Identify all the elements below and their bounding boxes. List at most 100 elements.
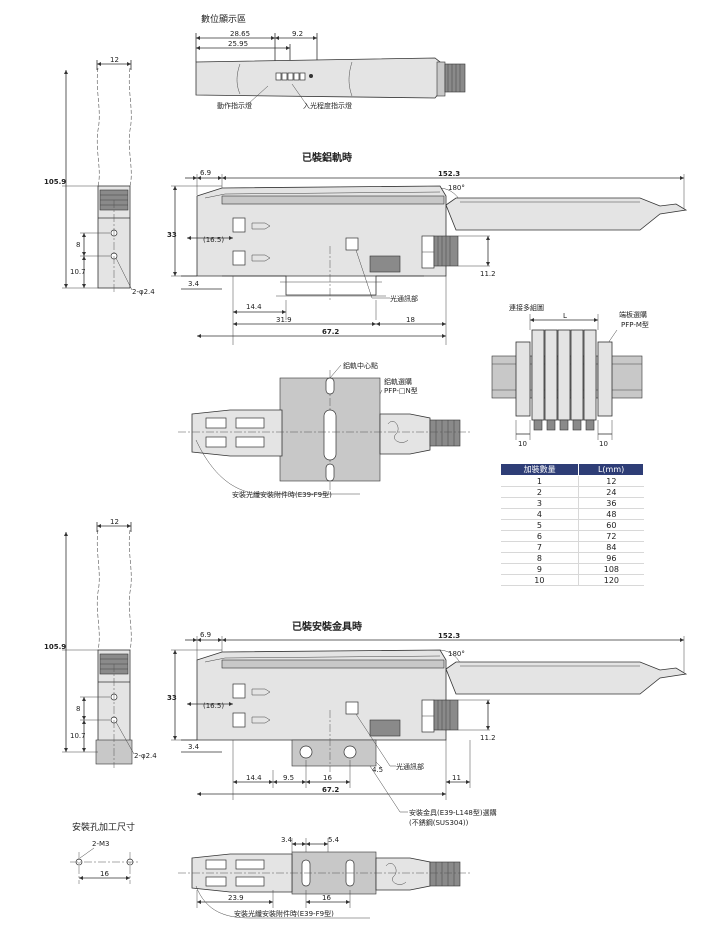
table-cell: 48 <box>578 508 644 520</box>
dim-rail-18: 18 <box>406 316 415 324</box>
dim-rail-16-5: (16.5) <box>203 236 224 244</box>
bottom-view-bracket: 3.4 5.4 23.9 16 安裝光纖安裝附件時(E39-F9型) <box>178 836 470 919</box>
table-cell: 120 <box>578 574 644 586</box>
dim-side-8-b: 8 <box>76 705 80 713</box>
top-view: 數位顯示區 28.65 9.2 25.95 動作指示燈 入光程度指示燈 <box>195 13 466 110</box>
dim-br-11: 11 <box>452 774 461 782</box>
title-rail-mounted: 已裝鋁軌時 <box>302 151 352 164</box>
dim-br-180: 180° <box>448 650 465 658</box>
label-fiber-attachment-2: 安裝光纖安裝附件時(E39-F9型) <box>234 909 334 918</box>
table-cell: 6 <box>500 530 580 542</box>
label-bracket-option: 安裝金具(E39-L148型)選購 <box>409 808 497 817</box>
dim-br-67-2: 67.2 <box>322 786 339 794</box>
dim-side-height-a: 105.9 <box>44 178 66 186</box>
dim-rail-67-2: 67.2 <box>322 328 339 336</box>
hole-dimensions: 安裝孔加工尺寸 2-M3 16 <box>70 821 140 884</box>
dim-rail-11-2: 11.2 <box>480 270 496 278</box>
label-bracket-material: (不銹鋼(SUS304)) <box>409 818 469 827</box>
label-rail-option: 鋁軌選購 <box>384 377 412 386</box>
dim-side-height-b: 105.9 <box>44 643 66 651</box>
dim-side-width-a: 12 <box>110 56 119 64</box>
dim-28-65: 28.65 <box>230 30 250 38</box>
dim-br-14-4: 14.4 <box>246 774 262 782</box>
dim-side-width-b: 12 <box>110 518 119 526</box>
table-cell: 3 <box>500 497 580 509</box>
dim-br-152-3: 152.3 <box>438 632 460 640</box>
dim-br-11-2: 11.2 <box>480 734 496 742</box>
dim-bot-3-4: 3.4 <box>281 836 293 844</box>
dim-side-holes-b: 2-φ2.4 <box>134 752 157 760</box>
label-light-receiving-2: 光通訊部 <box>396 762 424 771</box>
table-cell: 4 <box>500 508 580 520</box>
table-cell: 9 <box>500 563 580 575</box>
dim-br-16-5: (16.5) <box>203 702 224 710</box>
dim-rail-180: 180° <box>448 184 465 192</box>
dim-multi-10-right: 10 <box>599 440 608 448</box>
dim-hole-2m3: 2-M3 <box>92 840 109 848</box>
dim-side-holes-a: 2-φ2.4 <box>132 288 155 296</box>
multi-unit-diagram: 連接多組圖 端板選購 PFP-M型 L 10 10 <box>491 303 649 448</box>
dim-rail-14-4: 14.4 <box>246 303 262 311</box>
side-view-bracket: 12 105.9 8 10.7 2-φ2.4 <box>44 518 157 768</box>
label-light-level-indicator: 入光程度指示燈 <box>303 101 352 110</box>
table-cell: 2 <box>500 486 580 498</box>
dim-hole-16: 16 <box>100 870 109 878</box>
dim-bot-16: 16 <box>322 894 331 902</box>
dim-br-6-9: 6.9 <box>200 631 211 639</box>
dim-rail-6-9: 6.9 <box>200 169 211 177</box>
table-cell: 96 <box>578 552 644 564</box>
dim-side-8-a: 8 <box>76 241 80 249</box>
title-bracket-mounted: 已裝安裝金具時 <box>292 620 362 633</box>
table-cell: 12 <box>578 475 644 487</box>
dim-side-10-7-b: 10.7 <box>70 732 86 740</box>
table-cell: 60 <box>578 519 644 531</box>
dim-multi-10-left: 10 <box>518 440 527 448</box>
table-cell: 5 <box>500 519 580 531</box>
dim-rail-152-3: 152.3 <box>438 170 460 178</box>
table-cell: 84 <box>578 541 644 553</box>
table-cell: 10 <box>500 574 580 586</box>
table-cell: 36 <box>578 497 644 509</box>
side-view-rail: 12 105.9 8 10.7 2-φ2.4 <box>44 56 155 296</box>
table-cell: 108 <box>578 563 644 575</box>
front-view-rail: 已裝鋁軌時 6.9 152.3 180° 33 (16.5) <box>167 151 688 345</box>
dim-bot-23-9: 23.9 <box>228 894 244 902</box>
dim-br-16: 16 <box>323 774 332 782</box>
table-cell: 72 <box>578 530 644 542</box>
label-operation-indicator: 動作指示燈 <box>217 101 252 110</box>
dim-br-4-5: 4.5 <box>372 766 383 774</box>
table-header-length: L(mm) <box>578 463 644 476</box>
label-end-plate: 端板選購 <box>619 310 647 319</box>
dim-rail-33: 33 <box>167 231 177 239</box>
dim-bot-5-4: 5.4 <box>328 836 340 844</box>
table-header-row: 加裝數量 L(mm) <box>499 463 644 476</box>
dim-side-10-7-a: 10.7 <box>70 268 86 276</box>
label-fiber-attachment-1: 安裝光纖安裝附件時(E39-F9型) <box>232 490 332 499</box>
table-cell: 7 <box>500 541 580 553</box>
label-light-receiving-1: 光通訊部 <box>390 294 418 303</box>
table-cell: 24 <box>578 486 644 498</box>
dim-multi-L: L <box>563 312 567 320</box>
label-end-plate-model: PFP-M型 <box>621 320 649 329</box>
bottom-view-rail: 鋁軌中心點 鋁軌選購 PFP-□N型 安裝光纖安裝附件時(E39-F9型) <box>178 361 470 499</box>
title-hole-dimensions: 安裝孔加工尺寸 <box>72 821 135 833</box>
table-cell: 8 <box>500 552 580 564</box>
dim-9-2: 9.2 <box>292 30 303 38</box>
dim-25-95: 25.95 <box>228 40 248 48</box>
table-cell: 1 <box>500 475 580 487</box>
dim-br-33: 33 <box>167 694 177 702</box>
table-header-quantity: 加裝數量 <box>499 463 580 476</box>
dim-rail-31-9: 31.9 <box>276 316 292 324</box>
